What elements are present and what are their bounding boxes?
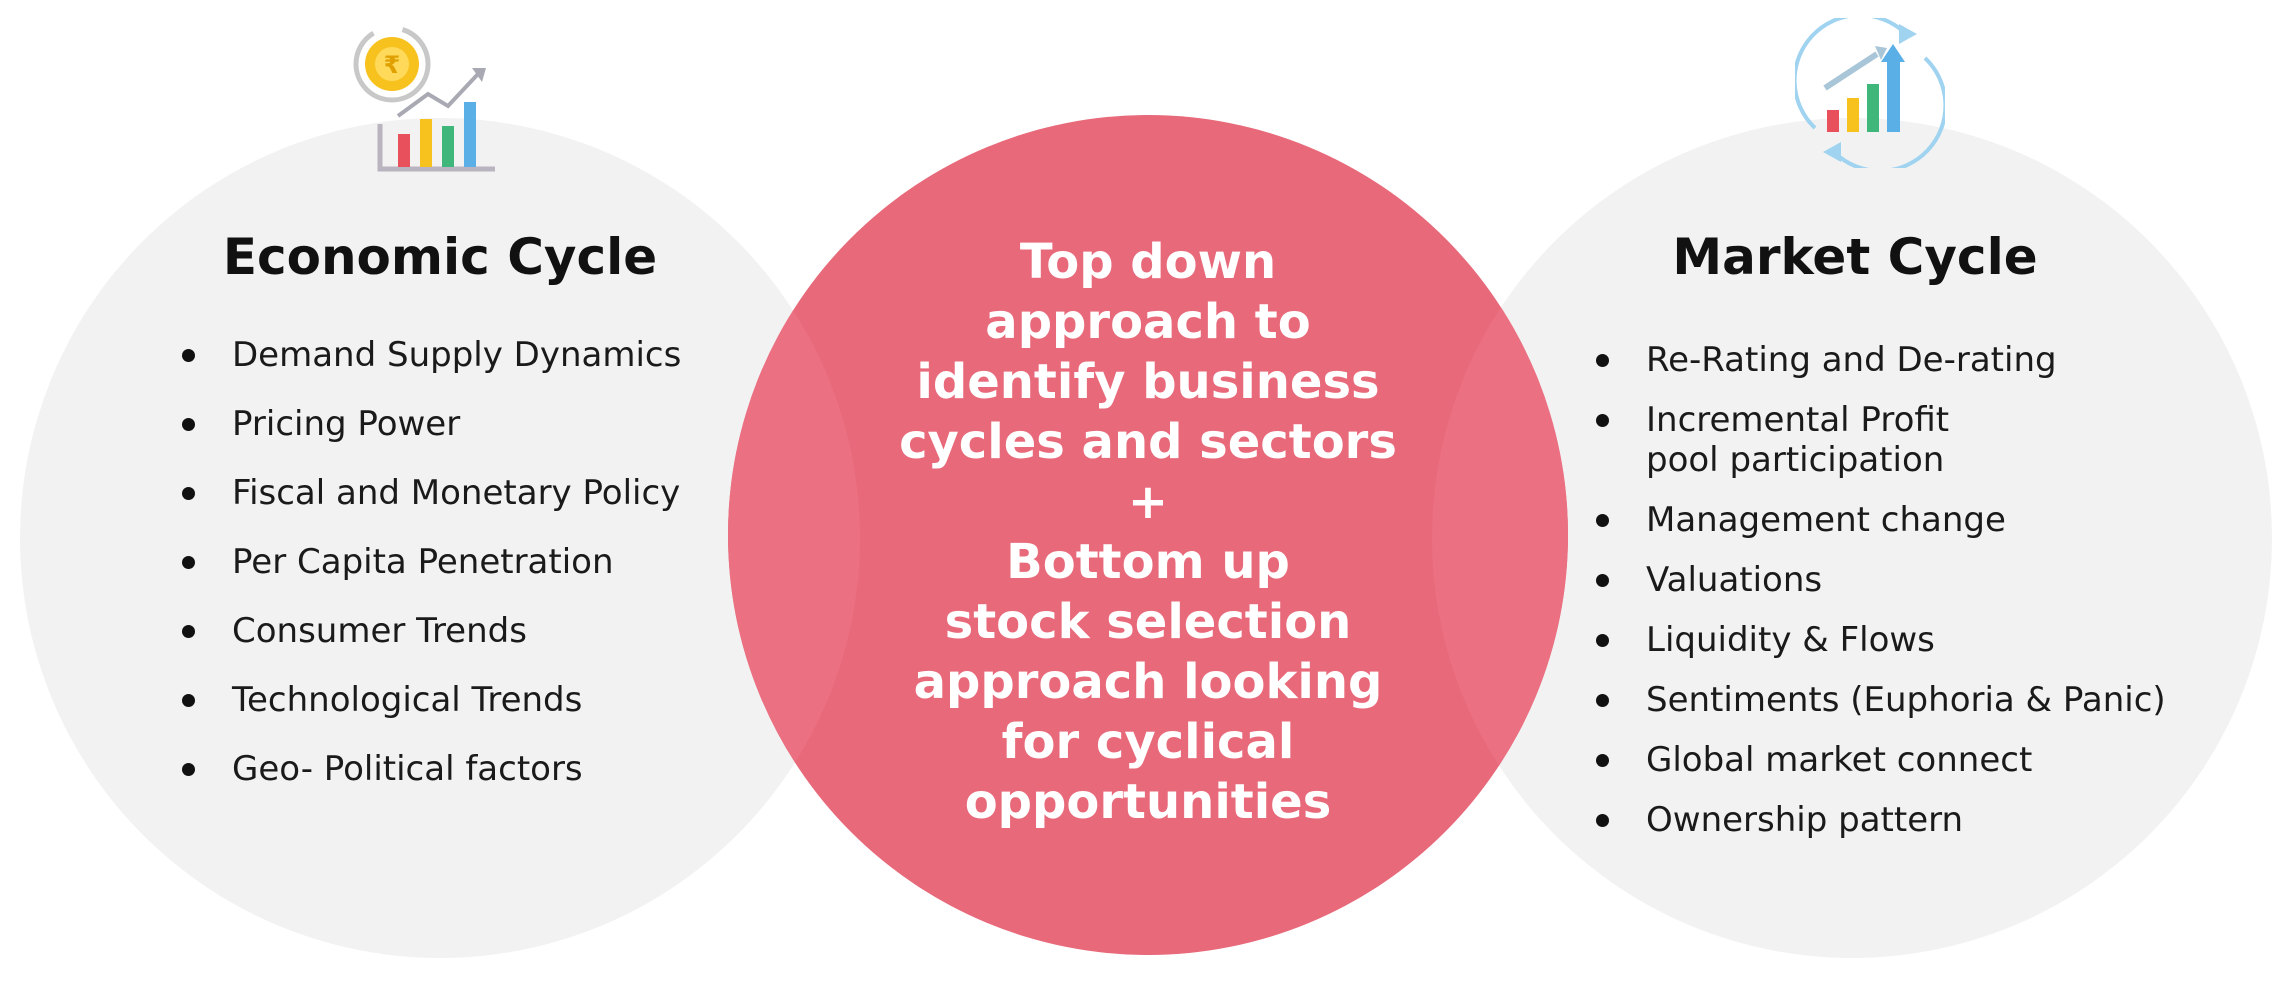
center-line: Bottom up — [1006, 534, 1290, 590]
list-item: Global market connect — [1596, 740, 2166, 800]
list-item: Valuations — [1596, 560, 2166, 620]
market-cycle-list: Re-Rating and De-rating Incremental Prof… — [1596, 340, 2166, 860]
center-approach-text: Top down approach to identify business c… — [838, 232, 1458, 832]
list-item: Fiscal and Monetary Policy — [182, 470, 681, 539]
list-item: Geo- Political factors — [182, 746, 681, 815]
center-line: approach to — [985, 294, 1311, 350]
svg-text:₹: ₹ — [384, 51, 401, 79]
list-item: Ownership pattern — [1596, 800, 2166, 860]
list-item: Pricing Power — [182, 401, 681, 470]
center-line: for cyclical — [1001, 714, 1295, 770]
economic-cycle-circle — [20, 118, 860, 958]
list-item: Management change — [1596, 500, 2166, 560]
growth-cycle-chart-icon — [1795, 18, 1945, 168]
plus-sign: + — [1127, 474, 1169, 530]
list-item: Per Capita Penetration — [182, 539, 681, 608]
market-cycle-circle — [1432, 118, 2272, 958]
list-item: Incremental Profit pool participation — [1596, 400, 2166, 500]
center-line: approach looking — [913, 654, 1383, 710]
coin-bar-chart-icon: ₹ — [353, 25, 495, 172]
center-line: stock selection — [944, 594, 1352, 650]
list-item-line: Incremental Profit — [1646, 400, 1950, 440]
center-line: cycles and sectors — [899, 414, 1397, 470]
list-item: Re-Rating and De-rating — [1596, 340, 2166, 400]
list-item: Consumer Trends — [182, 608, 681, 677]
list-item: Technological Trends — [182, 677, 681, 746]
list-item: Demand Supply Dynamics — [182, 332, 681, 401]
list-item: Liquidity & Flows — [1596, 620, 2166, 680]
economic-cycle-list: Demand Supply Dynamics Pricing Power Fis… — [182, 332, 681, 815]
market-cycle-title: Market Cycle — [1672, 228, 2038, 286]
list-item-line: pool participation — [1646, 440, 1945, 480]
economic-cycle-title: Economic Cycle — [222, 228, 658, 286]
center-line: identify business — [916, 354, 1380, 410]
center-line: opportunities — [964, 774, 1332, 830]
center-line: Top down — [1019, 234, 1277, 290]
list-item: Sentiments (Euphoria & Panic) — [1596, 680, 2166, 740]
